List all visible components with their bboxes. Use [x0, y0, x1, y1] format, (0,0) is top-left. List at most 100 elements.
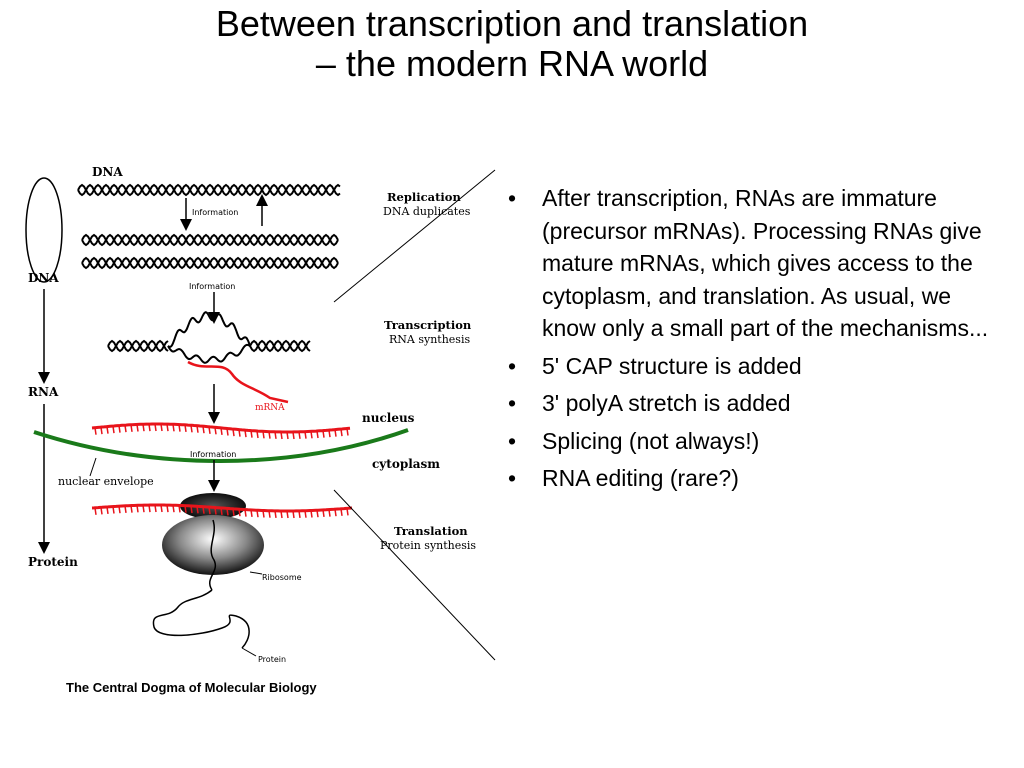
- mrna-base: [274, 510, 277, 519]
- ribosome-label: Ribosome: [262, 573, 302, 582]
- mrna-base: [190, 425, 193, 433]
- left-label-rna: RNA: [28, 385, 59, 399]
- mrna-base: [298, 510, 301, 519]
- title-line-2: – the modern RNA world: [315, 43, 709, 84]
- mrna-base: [238, 429, 241, 437]
- mrna-base: [130, 505, 133, 513]
- mrna-base: [292, 510, 295, 519]
- bullet-list: After transcription, RNAs are immature (…: [508, 182, 1008, 500]
- mrna-base: [328, 429, 331, 438]
- mrna-base: [136, 424, 139, 432]
- mrna-base: [202, 506, 205, 514]
- left-label-protein: Protein: [28, 555, 78, 569]
- mrna-base: [196, 425, 199, 433]
- mrna-base: [262, 431, 265, 439]
- slide-title: Between transcription and translation – …: [0, 4, 1024, 84]
- bullet-item: 3' polyA stretch is added: [508, 387, 1008, 420]
- mrna-base: [184, 424, 187, 433]
- mrna-base: [124, 424, 127, 433]
- bullet-item: RNA editing (rare?): [508, 462, 1008, 495]
- divider-line-upper: [333, 169, 496, 303]
- mrna-base: [130, 424, 133, 432]
- mrna-base: [328, 509, 331, 517]
- mrna-base: [214, 507, 217, 515]
- mrna-base: [310, 431, 313, 439]
- mrna-base: [340, 428, 343, 437]
- bullet-item: After transcription, RNAs are immature (…: [508, 182, 1008, 345]
- nuclear-envelope: [33, 428, 409, 463]
- mrna-base: [178, 505, 181, 513]
- information-label-3: Information: [190, 450, 236, 459]
- mrna-base: [292, 431, 295, 440]
- mrna-base: [148, 423, 151, 432]
- mrna-base: [334, 429, 337, 437]
- mrna-base: [124, 505, 127, 514]
- bullet-item: 5' CAP structure is added: [508, 350, 1008, 383]
- mrna-base: [142, 505, 145, 513]
- dna-strand: [81, 233, 339, 247]
- mrna-in-nucleus: [91, 422, 351, 440]
- dna-strand: [107, 339, 169, 353]
- protein-label: Protein: [258, 655, 286, 664]
- nascent-mrna-strand: [187, 360, 289, 404]
- mrna-base: [118, 425, 121, 433]
- dna-strand: [107, 339, 169, 353]
- translation-title: Translation: [394, 524, 468, 538]
- mrna-base: [100, 507, 103, 515]
- dna-strand: [249, 339, 311, 353]
- mrna-base: [322, 430, 325, 438]
- divider-line-lower: [333, 489, 496, 661]
- mrna-base: [220, 507, 223, 516]
- mrna-base: [346, 508, 349, 516]
- mrna-base: [226, 508, 229, 516]
- mrna-base: [172, 505, 175, 513]
- ribosome-pointer: [249, 571, 263, 575]
- mrna-base: [106, 506, 109, 515]
- translation-subtitle: Protein synthesis: [380, 539, 476, 552]
- mrna-base: [256, 430, 259, 439]
- mrna-base: [244, 429, 247, 438]
- mrna-base: [166, 423, 169, 432]
- mrna-base: [154, 423, 157, 432]
- nuclear-envelope-pointer: [89, 457, 97, 477]
- mrna-base: [220, 427, 223, 436]
- bullet-item: Splicing (not always!): [508, 425, 1008, 458]
- mrna-base: [214, 427, 217, 435]
- mrna-base: [136, 505, 139, 513]
- mrna-base: [250, 430, 253, 438]
- dna-strand: [249, 339, 311, 353]
- dna-helices: [77, 183, 341, 353]
- label-dna-top: DNA: [92, 165, 123, 179]
- nascent-peptide: [209, 519, 217, 591]
- dna-strand: [81, 256, 339, 270]
- mrna-in-cytoplasm: [91, 503, 353, 519]
- protein-chain: [152, 589, 250, 649]
- mrna-base: [298, 431, 301, 439]
- mrna-base: [208, 426, 211, 434]
- mrna-base: [244, 509, 247, 517]
- replication-loop: [25, 177, 63, 283]
- mrna-base: [178, 424, 181, 432]
- dna-strand: [77, 183, 341, 197]
- protein-pointer: [241, 647, 257, 657]
- mrna-base: [226, 428, 229, 436]
- mrna-base: [238, 509, 241, 517]
- mrna-base: [208, 506, 211, 515]
- mrna-base: [202, 426, 205, 434]
- mrna-base: [304, 510, 307, 518]
- transcription-subtitle: RNA synthesis: [389, 333, 470, 346]
- mrna-base: [256, 510, 259, 518]
- dna-strand: [77, 183, 341, 197]
- mrna-base: [160, 504, 163, 513]
- mrna-base: [94, 427, 97, 435]
- mrna-base: [148, 504, 151, 513]
- mrna-base: [286, 431, 289, 440]
- information-label-1: Information: [192, 208, 238, 217]
- mrna-base: [250, 509, 253, 518]
- mrna-backbone: [91, 503, 353, 513]
- nuclear-envelope-label: nuclear envelope: [58, 475, 154, 488]
- mrna-base: [340, 508, 343, 516]
- diagram-caption: The Central Dogma of Molecular Biology: [66, 680, 317, 695]
- mrna-base: [94, 507, 97, 515]
